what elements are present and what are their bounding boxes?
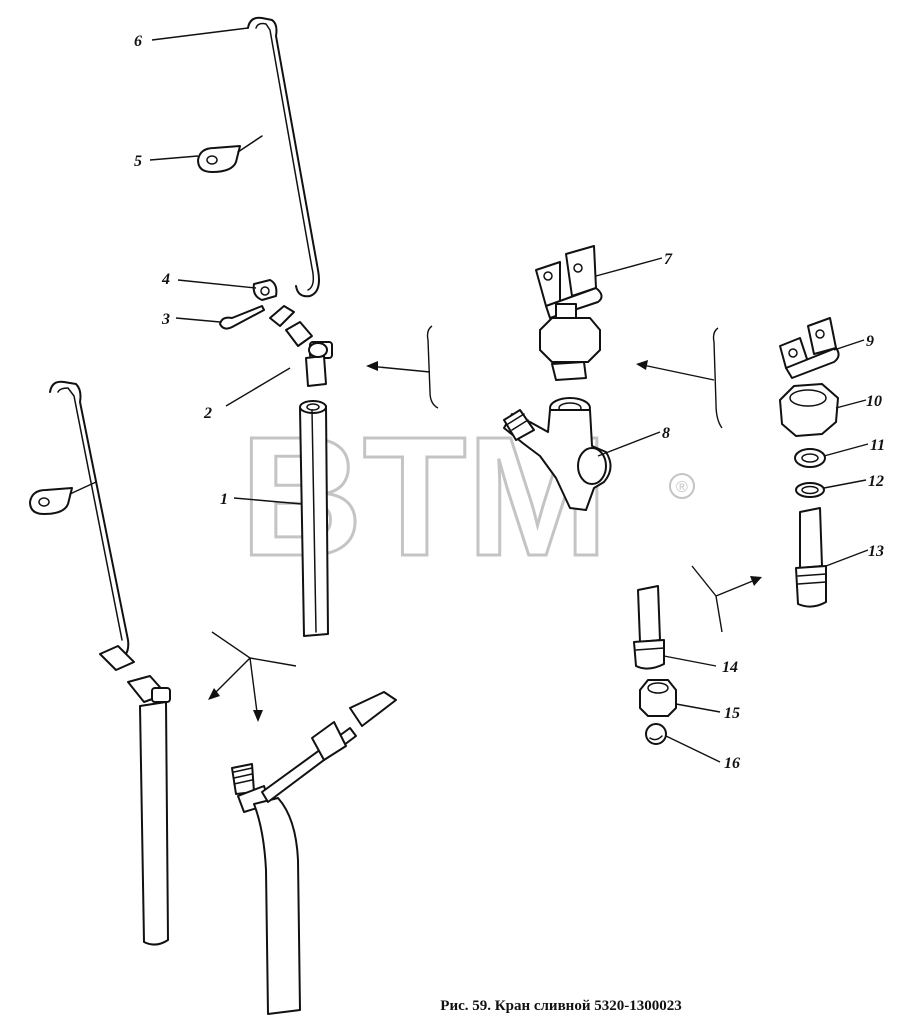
part-4-clip <box>252 279 278 301</box>
callout-9: 9 <box>866 333 874 350</box>
assembly-bracket-left <box>366 325 439 409</box>
part-15-small-nut <box>639 679 677 717</box>
part-13-valve-stem <box>795 507 827 608</box>
part-10-nut <box>779 383 839 437</box>
callout-12: 12 <box>868 473 884 490</box>
assembly-arrow-left <box>208 631 297 722</box>
part-6-upper-rod <box>247 16 320 298</box>
part-7-fork-fitting <box>535 245 603 381</box>
part-14-valve-plug <box>633 585 665 670</box>
callout-1: 1 <box>220 491 228 508</box>
callout-14: 14 <box>722 659 738 676</box>
part-16-ball <box>645 723 667 745</box>
callout-7: 7 <box>664 251 673 268</box>
callout-5: 5 <box>134 153 142 170</box>
part-3-cotter-pin <box>219 305 265 330</box>
callout-16: 16 <box>724 755 740 772</box>
registered-mark-circle <box>669 473 695 499</box>
assembly-bracket-right <box>636 327 723 429</box>
callout-11: 11 <box>870 437 885 454</box>
registered-mark: ® <box>676 479 688 496</box>
part-2-tap-head <box>269 305 333 387</box>
part-11-washer <box>794 448 826 468</box>
callout-15: 15 <box>724 705 740 722</box>
part-9-bracket <box>779 317 840 379</box>
part-5-lever-plate <box>197 135 263 173</box>
assembly-arrow-13 <box>691 565 762 633</box>
leader-lines <box>149 27 869 763</box>
callout-10: 10 <box>866 393 882 410</box>
callout-8: 8 <box>662 425 670 442</box>
figure-caption: Рис. 59. Кран сливной 5320-1300023 <box>440 998 682 1014</box>
part-1-tube <box>299 400 329 637</box>
part-8-tap-body <box>503 397 612 511</box>
callout-2: 2 <box>203 405 212 422</box>
callout-13: 13 <box>868 543 884 560</box>
callout-6: 6 <box>134 33 142 50</box>
part-12-washer <box>795 482 825 498</box>
callout-3: 3 <box>161 311 170 328</box>
callout-4: 4 <box>161 271 170 288</box>
bottom-bent-assembly <box>231 691 397 1015</box>
left-assembled-tap <box>29 380 171 946</box>
callout-labels: 6 5 4 3 2 1 7 8 9 10 11 12 13 14 15 16 <box>134 33 885 772</box>
